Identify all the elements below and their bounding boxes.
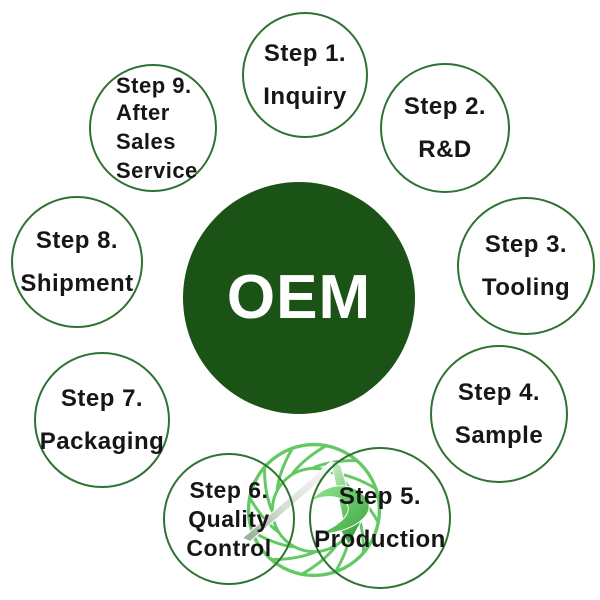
- step-circle-production: Step 5. Production: [309, 447, 451, 589]
- step-title: Step 4.: [457, 378, 541, 406]
- step-circle-tooling: Step 3. Tooling: [457, 197, 595, 335]
- step-title: Step 1.: [263, 39, 347, 67]
- step-line: Tooling: [481, 274, 571, 301]
- step-circle-after-sales-service: Step 9. After Sales Service: [89, 64, 217, 192]
- step-line: Service: [116, 158, 198, 184]
- step-circle-quality-control: Step 6. Quality Control: [163, 453, 295, 585]
- oem-label: OEM: [226, 263, 372, 333]
- step-line: Shipment: [20, 270, 134, 297]
- step-line: Inquiry: [263, 83, 347, 110]
- step-line: Production: [314, 526, 446, 553]
- step-line: Packaging: [39, 428, 165, 455]
- step-circle-inquiry: Step 1. Inquiry: [242, 12, 368, 138]
- step-title: Step 7.: [60, 384, 144, 412]
- step-line: Sample: [454, 422, 544, 449]
- step-title: Step 2.: [403, 92, 487, 120]
- step-circle-shipment: Step 8. Shipment: [11, 196, 143, 328]
- step-circle-packaging: Step 7. Packaging: [34, 352, 170, 488]
- step-line: After: [116, 99, 170, 125]
- step-line: Quality: [188, 505, 270, 532]
- step-line: Control: [186, 535, 272, 562]
- step-circle-rnd: Step 2. R&D: [380, 63, 510, 193]
- step-line: R&D: [418, 136, 472, 163]
- oem-center-circle: OEM: [183, 182, 415, 414]
- step-circle-sample: Step 4. Sample: [430, 345, 568, 483]
- step-title: Step 5.: [338, 482, 422, 510]
- step-title: Step 6.: [189, 476, 269, 503]
- step-line: Sales: [116, 129, 176, 154]
- step-title: Step 8.: [35, 226, 119, 254]
- step-title: Step 3.: [484, 230, 568, 258]
- step-title: Step 9.: [116, 72, 192, 98]
